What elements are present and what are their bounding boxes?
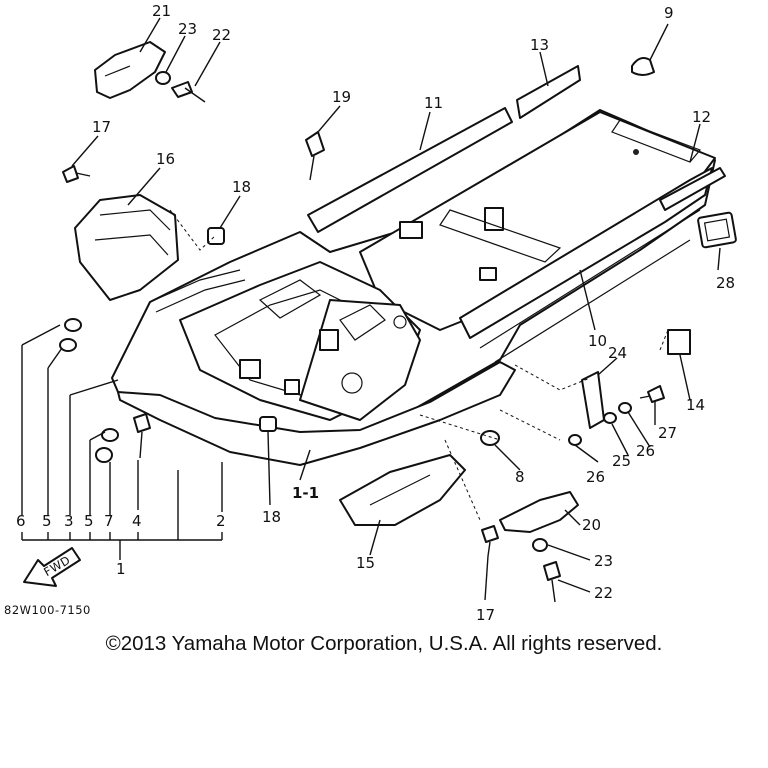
callout-17-bottom: 17 xyxy=(476,606,495,624)
callout-22: 22 xyxy=(212,26,231,44)
callout-25: 25 xyxy=(612,452,631,470)
callout-28: 28 xyxy=(716,274,735,292)
callout-12: 12 xyxy=(692,108,711,126)
parts-diagram: FWD 21 23 22 9 13 19 11 12 17 16 18 28 1… xyxy=(4,2,737,624)
part-13-stripe xyxy=(516,65,581,119)
callout-23-bottom: 23 xyxy=(594,552,613,570)
callout-20: 20 xyxy=(582,516,601,534)
callout-18-bottom: 18 xyxy=(262,508,281,526)
callout-9: 9 xyxy=(664,4,674,22)
callout-7: 7 xyxy=(104,512,114,530)
part-16-guard xyxy=(74,194,179,301)
diagram-reference-code: 82W100-7150 xyxy=(4,603,91,617)
callout-18-top: 18 xyxy=(232,178,251,196)
callout-14: 14 xyxy=(686,396,705,414)
callout-22-bottom: 22 xyxy=(594,584,613,602)
part-28-vent xyxy=(697,211,737,249)
callout-19: 19 xyxy=(332,88,351,106)
callout-23: 23 xyxy=(178,20,197,38)
callout-1-1: 1-1 xyxy=(292,484,319,502)
callout-13: 13 xyxy=(530,36,549,54)
fwd-arrow-icon: FWD xyxy=(23,547,81,587)
callout-2: 2 xyxy=(216,512,226,530)
callout-15: 15 xyxy=(356,554,375,572)
callout-16: 16 xyxy=(156,150,175,168)
fasteners xyxy=(59,71,665,603)
callout-1: 1 xyxy=(116,560,126,578)
callout-3: 3 xyxy=(64,512,74,530)
part-12-strip xyxy=(659,167,726,211)
callout-10: 10 xyxy=(588,332,607,350)
callout-26-right: 26 xyxy=(636,442,655,460)
callout-26-left: 26 xyxy=(586,468,605,486)
callouts: 21 23 22 9 13 19 11 12 17 16 18 28 10 24… xyxy=(16,2,735,624)
part-9-plug xyxy=(631,57,655,76)
part-20-cover xyxy=(499,491,579,533)
callout-24: 24 xyxy=(608,344,627,362)
callout-11: 11 xyxy=(424,94,443,112)
callout-5-a: 5 xyxy=(42,512,52,530)
hull-frame xyxy=(111,109,716,466)
callout-5-b: 5 xyxy=(84,512,94,530)
part-15-guard xyxy=(339,454,466,526)
callout-4: 4 xyxy=(132,512,142,530)
part-14-pad xyxy=(667,329,691,355)
callout-6: 6 xyxy=(16,512,26,530)
callout-8: 8 xyxy=(515,468,525,486)
copyright-notice: ©2013 Yamaha Motor Corporation, U.S.A. A… xyxy=(105,632,663,655)
callout-17-top: 17 xyxy=(92,118,111,136)
part-21-cover xyxy=(94,41,166,99)
leader-lines xyxy=(21,17,721,601)
callout-27: 27 xyxy=(658,424,677,442)
callout-21: 21 xyxy=(152,2,171,20)
part-11-seat-strip xyxy=(307,107,513,233)
